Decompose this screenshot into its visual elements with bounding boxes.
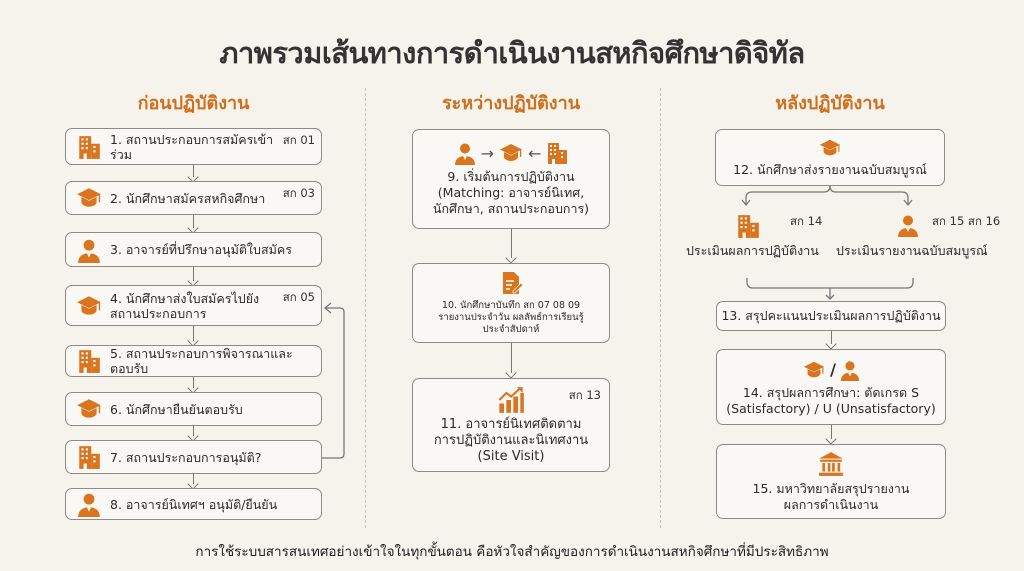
graduation-cap-icon	[76, 396, 102, 422]
step-text: 13. สรุปคะแนนประเมินผลการปฏิบัติงาน	[721, 308, 941, 323]
arrow-down	[825, 331, 837, 350]
step-text: 9. เริ่มต้นการปฏิบัติงาน (Matching: อาจา…	[432, 169, 590, 216]
graduation-cap-icon	[76, 293, 102, 319]
step-text: 1. สถานประกอบการสมัครเข้าร่วม	[110, 131, 274, 162]
step-9-box: → ← 9. เริ่มต้นการปฏิบัติงาน (Matching: …	[412, 129, 610, 229]
column-divider	[365, 88, 366, 528]
step-11-box: สก 13 11. อาจารย์นิเทศติดตาม การปฏิบัติง…	[412, 378, 610, 472]
step-text: 11. อาจารย์นิเทศติดตาม การปฏิบัติงานและน…	[433, 416, 589, 464]
graduation-cap-icon	[498, 141, 524, 165]
arrow-down	[505, 343, 517, 379]
person-icon	[76, 237, 102, 263]
building-icon	[545, 141, 569, 165]
column-divider	[660, 88, 661, 528]
column-header-before: ก่อนปฏิบัติงาน	[137, 93, 250, 114]
step-1-box: 1. สถานประกอบการสมัครเข้าร่วม สก 01	[65, 128, 322, 165]
graduation-cap-icon	[801, 359, 827, 381]
step-text: 14. สรุปผลการศึกษา: ตัดเกรด S (Satisfact…	[726, 384, 936, 416]
branch-arrows	[741, 186, 913, 207]
step-text: 15. มหาวิทยาลัยสรุปรายงาน ผลการดำเนินงาน	[752, 480, 910, 512]
eval-work-label: ประเมินผลการปฏิบัติงาน	[686, 243, 819, 258]
step-13-box: 13. สรุปคะแนนประเมินผลการปฏิบัติงาน	[716, 301, 946, 331]
person-icon	[76, 491, 102, 517]
column-header-after: หลังปฏิบัติงาน	[775, 93, 885, 114]
arrow-down	[505, 229, 517, 264]
merge-arrow	[746, 278, 914, 300]
form-tag: สก 14	[790, 214, 823, 228]
loop-back-arrow	[322, 302, 345, 459]
document-edit-icon	[499, 270, 523, 296]
graduation-cap-icon	[76, 185, 102, 211]
step-15-box: 15. มหาวิทยาลัยสรุปรายงาน ผลการดำเนินงาน	[716, 444, 946, 519]
growth-chart-icon	[497, 386, 525, 414]
person-icon	[453, 141, 477, 165]
arrow-down	[187, 267, 199, 287]
step-7-box: 7. สถานประกอบการอนุมัติ?	[65, 440, 322, 474]
building-icon	[735, 212, 761, 240]
step-8-box: 8. อาจารย์นิเทศฯ อนุมัติ/ยืนยัน	[65, 488, 322, 520]
form-tag: สก 15 สก 16	[932, 214, 1001, 228]
building-icon	[76, 348, 102, 374]
form-tag: สก 13	[568, 388, 601, 402]
form-tag: สก 01	[282, 133, 315, 147]
arrow-down	[187, 377, 199, 394]
separator: /	[830, 360, 836, 379]
step-6-box: 6. นักศึกษายืนยันตอบรับ	[65, 392, 322, 426]
page-title: ภาพรวมเส้นทางการดำเนินงานสหกิจศึกษาดิจิท…	[219, 36, 805, 70]
step-10-box: 10. นักศึกษาบันทึก สก 07 08 09 รายงานประ…	[412, 263, 610, 343]
step-text: 3. อาจารย์ที่ปรึกษาอนุมัติใบสมัคร	[110, 242, 292, 257]
step-text: 6. นักศึกษายืนยันตอบรับ	[110, 401, 243, 417]
building-icon	[76, 444, 102, 470]
step-text: 7. สถานประกอบการอนุมัติ?	[110, 449, 262, 465]
step-text: 4. นักศึกษาส่งใบสมัครไปยัง สถานประกอบการ	[110, 290, 260, 321]
step-text: 12. นักศึกษาส่งรายงานฉบับสมบูรณ์	[733, 162, 927, 177]
arrow-down	[187, 426, 199, 442]
arrow-down	[187, 215, 199, 234]
step-text: 2. นักศึกษาสมัครสหกิจศึกษา	[110, 190, 266, 206]
step-12-box: 12. นักศึกษาส่งรายงานฉบับสมบูรณ์	[715, 129, 945, 186]
form-tag: สก 03	[282, 186, 315, 200]
step-3-box: 3. อาจารย์ที่ปรึกษาอนุมัติใบสมัคร	[65, 232, 322, 267]
step-5-box: 5. สถานประกอบการพิจารณาและตอบรับ	[65, 345, 322, 377]
arrow-down	[187, 165, 199, 183]
form-tag: สก 05	[282, 290, 315, 304]
eval-report-label: ประเมินรายงานฉบับสมบูรณ์	[836, 243, 988, 258]
graduation-cap-icon	[817, 137, 843, 159]
person-icon	[896, 212, 920, 238]
step-text: 8. อาจารย์นิเทศฯ อนุมัติ/ยืนยัน	[110, 496, 278, 512]
arrow-down	[825, 425, 837, 445]
university-icon	[817, 451, 845, 477]
step-4-box: 4. นักศึกษาส่งใบสมัครไปยัง สถานประกอบการ…	[65, 285, 322, 326]
footer-caption: การใช้ระบบสารสนเทศอย่างเข้าใจในทุกขั้นตอ…	[195, 544, 829, 560]
arrow-down	[187, 326, 199, 347]
step-text: 5. สถานประกอบการพิจารณาและตอบรับ	[110, 346, 293, 376]
step-2-box: 2. นักศึกษาสมัครสหกิจศึกษา สก 03	[65, 181, 322, 215]
arrow-down	[187, 474, 199, 490]
building-icon	[76, 134, 102, 160]
step-text: 10. นักศึกษาบันทึก สก 07 08 09 รายงานประ…	[438, 300, 584, 335]
step-14-box: / 14. สรุปผลการศึกษา: ตัดเกรด S (Satisfa…	[716, 349, 946, 425]
person-icon	[839, 358, 861, 382]
column-header-during: ระหว่างปฏิบัติงาน	[441, 93, 581, 114]
